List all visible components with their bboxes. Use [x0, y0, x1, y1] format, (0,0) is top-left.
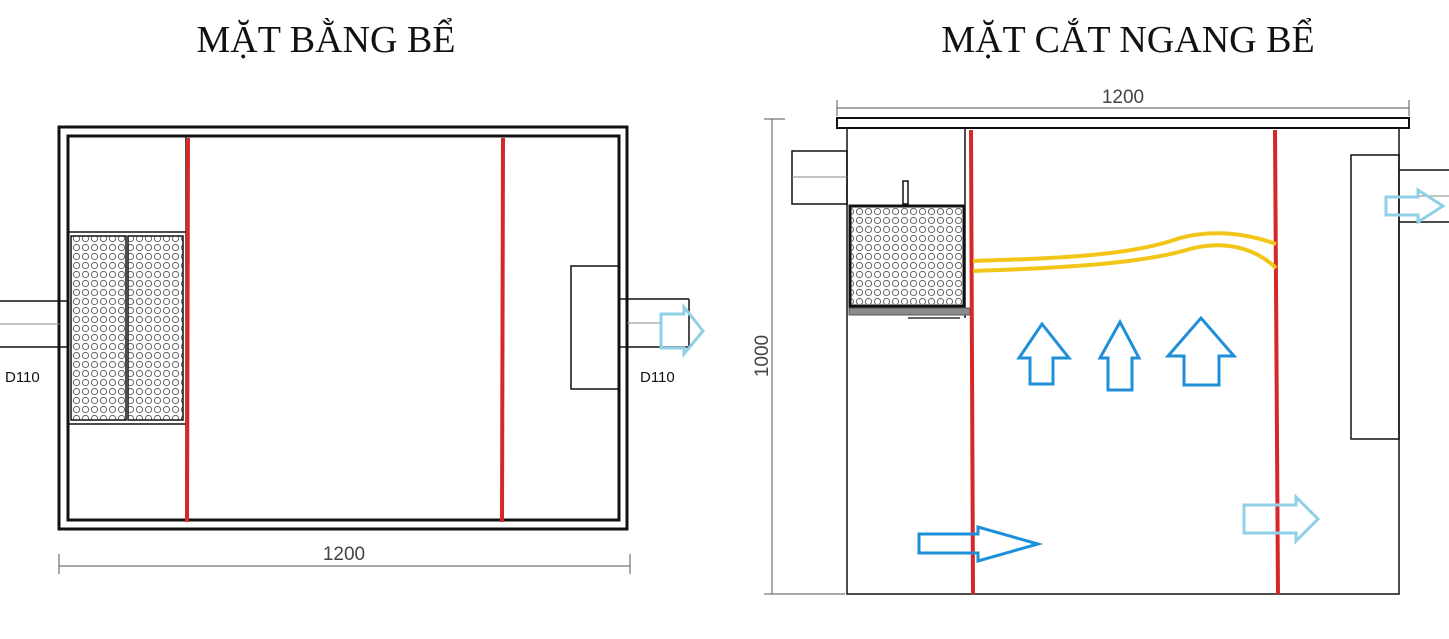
plan-outlet-pipe — [619, 298, 690, 348]
section-outlet-flow-arrow — [1384, 187, 1446, 225]
plan-inlet-label: D110 — [5, 369, 40, 386]
plan-outlet-box — [570, 265, 620, 390]
section-upflow-arrow-2 — [1097, 318, 1142, 392]
section-height-dimension — [764, 118, 845, 595]
section-width-dimension — [836, 100, 1410, 116]
plan-view-title: MẶT BẰNG BỂ — [197, 18, 456, 61]
section-lid — [836, 117, 1410, 129]
section-inlet-pipe — [791, 150, 848, 205]
section-baffle-2 — [1273, 129, 1280, 595]
plan-baffle-1 — [185, 137, 190, 523]
section-basket-support — [848, 307, 971, 319]
section-filter-basket — [848, 204, 966, 308]
section-width-label: 1200 — [1102, 87, 1144, 108]
section-height-label: 1000 — [752, 335, 773, 377]
section-baffle-1 — [969, 129, 975, 595]
section-grease-layer — [972, 231, 1278, 273]
plan-outlet-flow-arrow — [659, 302, 705, 359]
section-outlet-chamber — [1350, 154, 1400, 440]
plan-inlet-pipe — [0, 300, 68, 348]
plan-view: MẶT BẰNG BỂ D110 D110 — [0, 18, 705, 574]
section-upflow-arrow-3 — [1164, 315, 1238, 387]
section-upflow-arrow-1 — [1016, 321, 1073, 386]
plan-filter-basket-left — [70, 235, 127, 421]
section-vent-stub — [902, 180, 909, 205]
plan-tank-outer-wall — [57, 125, 629, 531]
plan-baffle-2 — [500, 137, 505, 523]
plan-width-label: 1200 — [323, 544, 365, 565]
section-bottom-flow-arrow — [917, 525, 1044, 563]
plan-outlet-label: D110 — [640, 369, 675, 386]
plan-filter-basket-right — [127, 235, 184, 421]
plan-width-dimension — [58, 554, 631, 574]
section-tank-body — [846, 127, 1400, 595]
section-view: MẶT CẮT NGANG BỂ 1200 1000 — [752, 18, 1449, 595]
section-lower-outflow-arrow — [1242, 493, 1321, 545]
section-view-title: MẶT CẮT NGANG BỂ — [941, 18, 1314, 61]
